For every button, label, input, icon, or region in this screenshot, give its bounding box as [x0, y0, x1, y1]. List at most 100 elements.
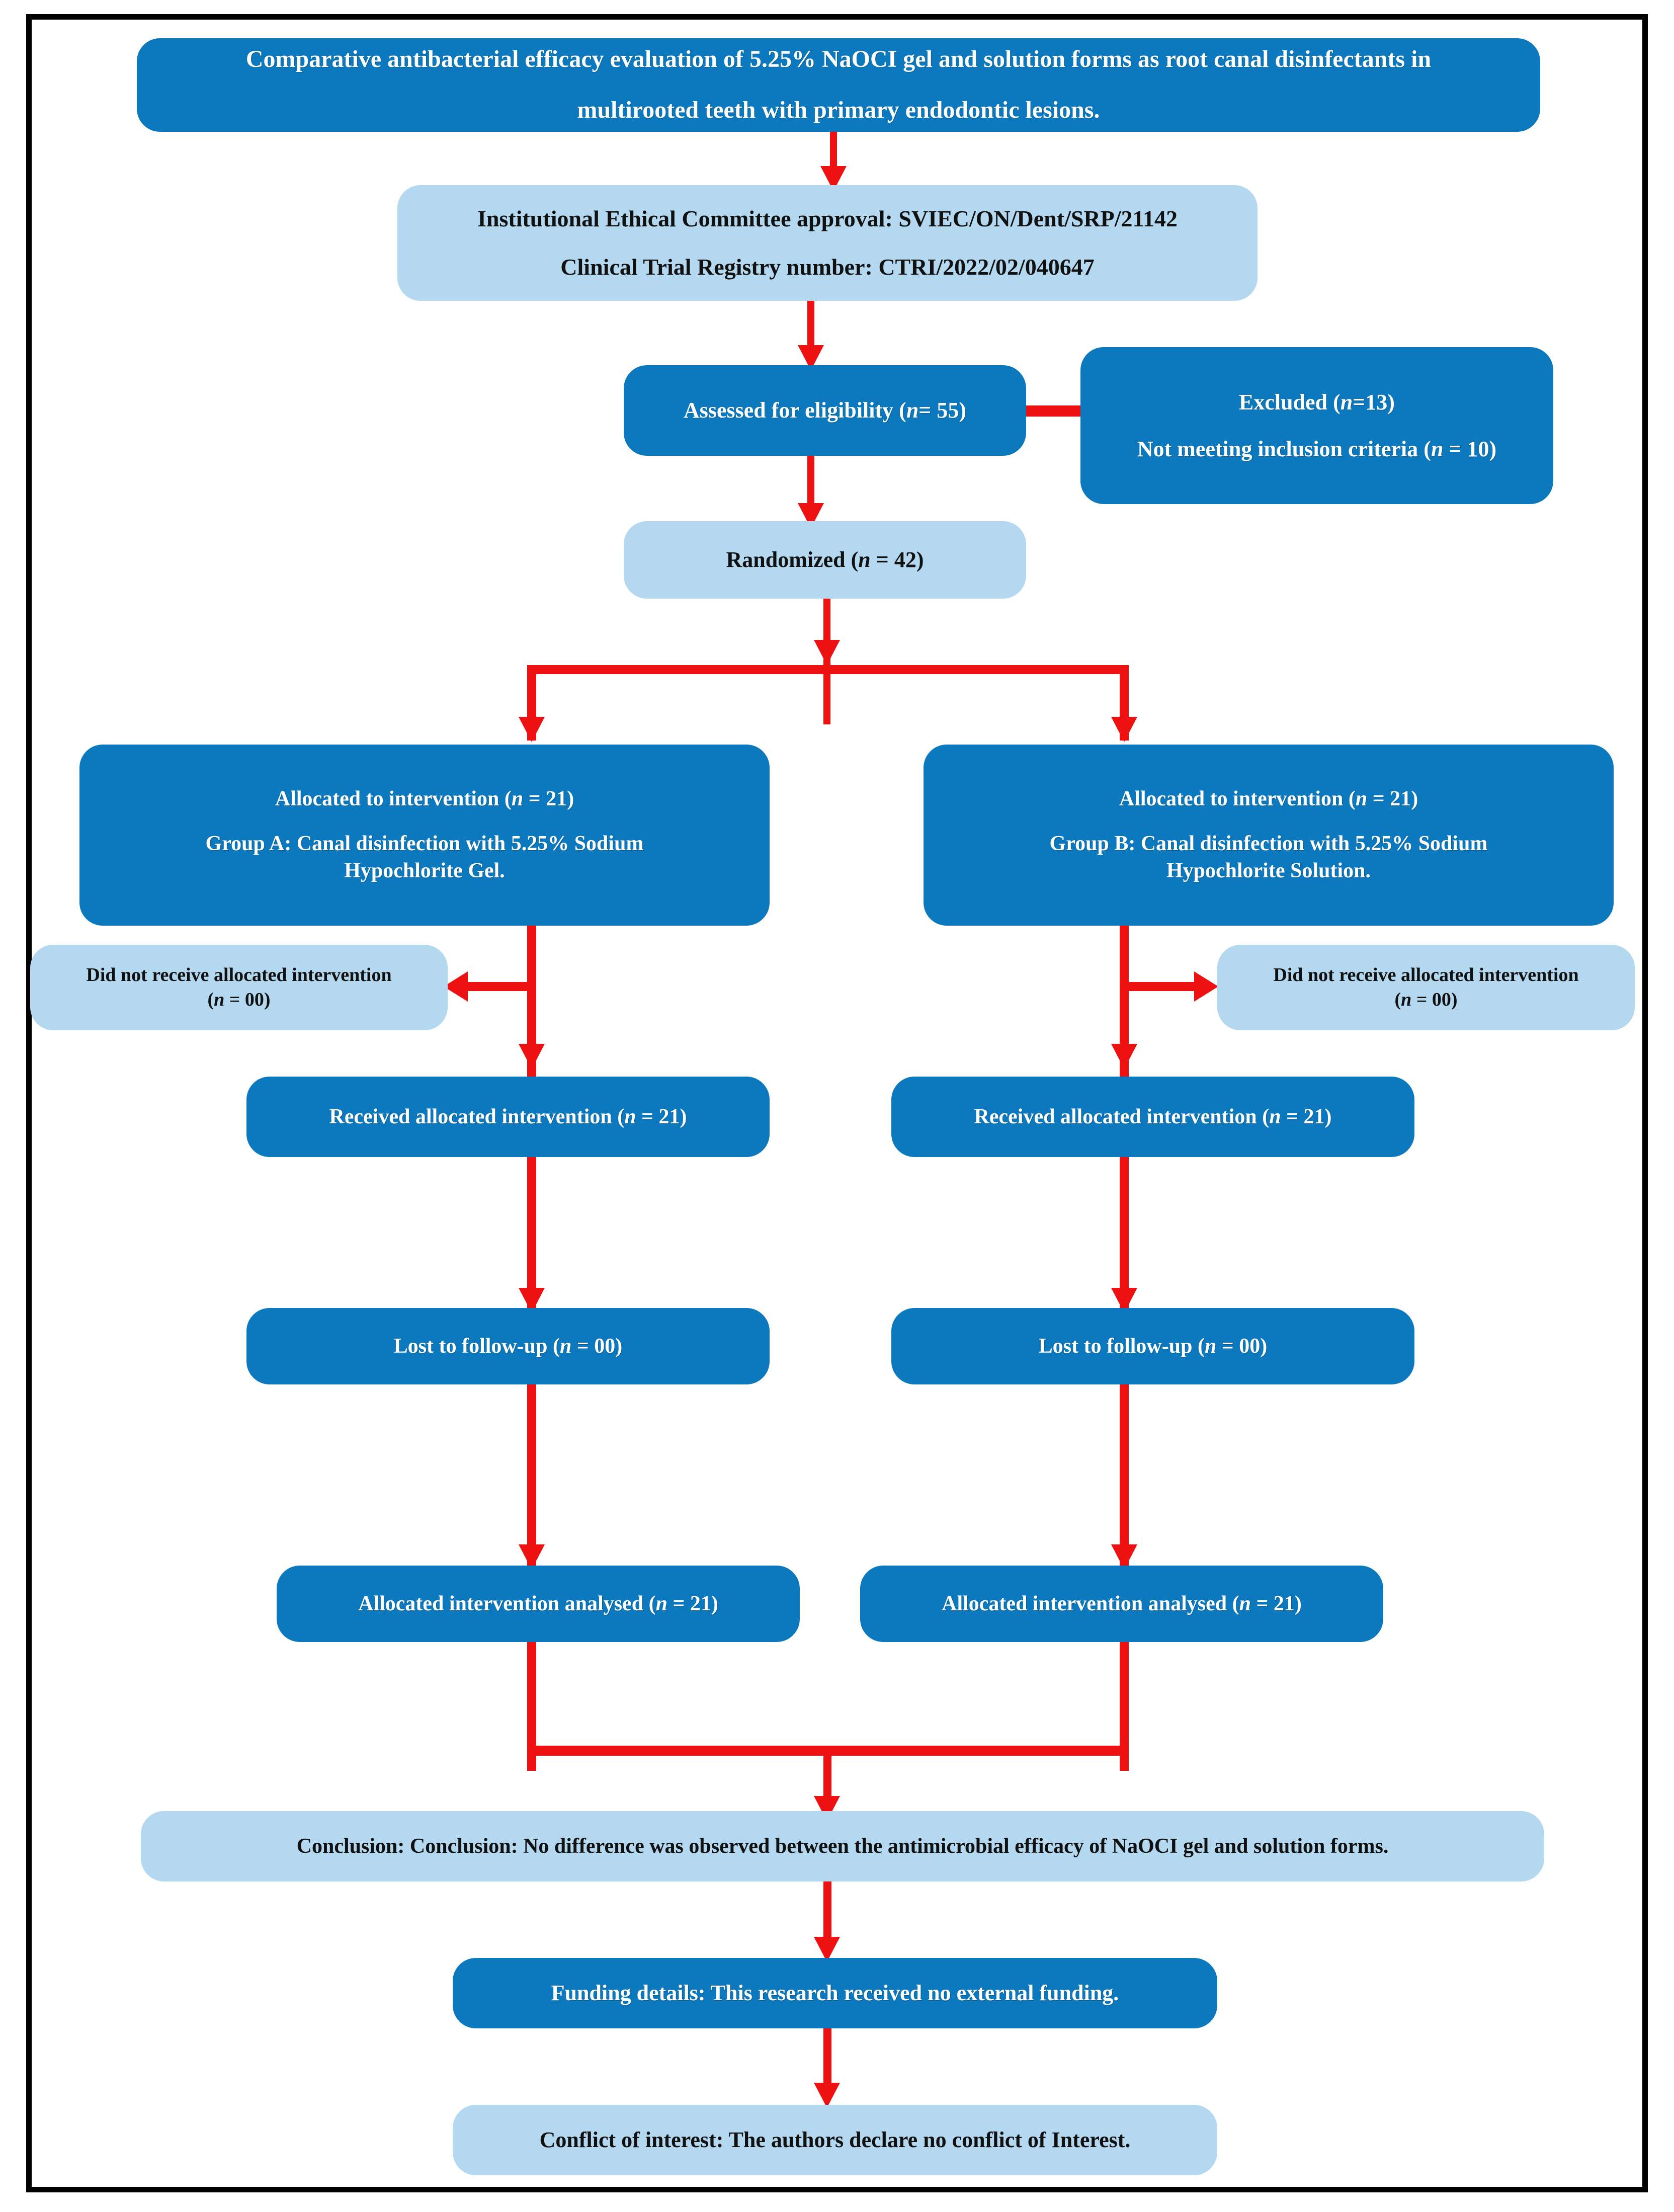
ethics-approval-line: Institutional Ethical Committee approval… [477, 205, 1178, 231]
not-meeting-n: n [1431, 436, 1444, 461]
conclusion-box: Conclusion: Conclusion: No difference wa… [141, 1811, 1544, 1881]
allocated-right-group-line-2: Hypochlorite Solution. [1166, 859, 1371, 883]
connector-funding-to-conflict [823, 2028, 831, 2094]
connector-title-to-approval [830, 132, 837, 170]
arrow-conclusion-to-funding [814, 1937, 840, 1962]
received-left-prefix: Received allocated intervention ( [329, 1105, 625, 1128]
not-received-left-n: n [214, 989, 225, 1010]
allocated-right-suffix: = 21) [1367, 787, 1418, 811]
randomized-n: n [858, 547, 871, 572]
received-left-suffix: = 21) [636, 1105, 687, 1128]
funding-box: Funding details: This research received … [453, 1958, 1217, 2028]
assessed-eligibility-prefix: Assessed for eligibility ( [683, 398, 906, 423]
arrow-lost-right-to-analysed [1111, 1544, 1137, 1570]
received-left-label: Received allocated intervention (n = 21) [264, 1103, 752, 1131]
excluded-n: n [1340, 390, 1353, 415]
trial-registry-line: Clinical Trial Registry number: CTRI/202… [560, 254, 1095, 280]
received-right-n: n [1269, 1105, 1281, 1128]
connector-lost-right-to-analysed [1120, 1384, 1129, 1576]
arrow-left-to-not-received [444, 971, 468, 1002]
lost-right-prefix: Lost to follow-up ( [1038, 1334, 1205, 1358]
allocated-right-n: n [1355, 787, 1368, 811]
not-received-right-prefix: ( [1394, 989, 1401, 1010]
arrow-funding-to-conflict [814, 2083, 840, 2108]
arrow-allocated-right-to-received [1111, 1044, 1137, 1069]
randomized-suffix: = 42) [870, 547, 924, 572]
analysed-right-box: Allocated intervention analysed (n = 21) [860, 1566, 1383, 1642]
randomized-label: Randomized (n = 42) [641, 545, 1009, 574]
lost-right-n: n [1204, 1334, 1217, 1358]
conflict-of-interest-box: Conflict of interest: The authors declar… [453, 2105, 1217, 2175]
arrow-allocated-left-to-received [519, 1044, 545, 1069]
assessed-eligibility-suffix: = 55) [918, 398, 967, 423]
connector-conclusion-to-funding [823, 1881, 831, 1947]
analysed-left-box: Allocated intervention analysed (n = 21) [277, 1566, 800, 1642]
not-received-right-suffix: = 00) [1411, 989, 1458, 1010]
arrow-randomized-to-bus [814, 640, 840, 665]
not-received-left-suffix: = 00) [224, 989, 271, 1010]
not-received-left-line-2: (n = 00) [47, 988, 431, 1012]
connector-eligibility-to-randomized [807, 456, 814, 512]
randomized-prefix: Randomized ( [726, 547, 859, 572]
not-received-right-line-1: Did not receive allocated intervention [1273, 964, 1579, 986]
lost-left-suffix: = 00) [571, 1334, 623, 1358]
arrow-bus-to-allocated-right [1111, 717, 1137, 742]
not-meeting-prefix: Not meeting inclusion criteria ( [1137, 436, 1431, 461]
not-received-right-line-2: (n = 00) [1234, 988, 1618, 1012]
arrow-right-to-not-received [1194, 971, 1218, 1002]
analysed-left-n: n [655, 1592, 667, 1615]
randomized-box: Randomized (n = 42) [624, 521, 1026, 599]
ethics-approval-box: Institutional Ethical Committee approval… [397, 185, 1258, 301]
conflict-text: Conflict of interest: The authors declar… [539, 2127, 1131, 2153]
received-right-suffix: = 21) [1281, 1105, 1332, 1128]
assessed-eligibility-n: n [906, 398, 919, 423]
allocated-left-group-line-2: Hypochlorite Gel. [344, 859, 505, 883]
allocation-split-bus [527, 665, 1129, 674]
excluded-box: Excluded (n=13) Not meeting inclusion cr… [1080, 347, 1553, 504]
allocated-right-prefix: Allocated to intervention ( [1119, 787, 1356, 811]
conclusion-text: Conclusion: Conclusion: No difference wa… [296, 1834, 1389, 1858]
analysed-right-prefix: Allocated intervention analysed ( [942, 1592, 1239, 1615]
connector-received-right-to-lost [1120, 1157, 1129, 1318]
title-box: Comparative antibacterial efficacy evalu… [137, 38, 1540, 132]
lost-right-suffix: = 00) [1216, 1334, 1268, 1358]
lost-left-label: Lost to follow-up (n = 00) [264, 1333, 752, 1360]
excluded-suffix: =13) [1353, 390, 1395, 415]
assessed-eligibility-box: Assessed for eligibility (n= 55) [624, 365, 1026, 456]
title-line-1: Comparative antibacterial efficacy evalu… [245, 46, 1432, 73]
connector-eligibility-to-excluded [1026, 405, 1081, 417]
allocated-left-count-line: Allocated to intervention (n = 21) [97, 785, 752, 813]
not-meeting-criteria-line: Not meeting inclusion criteria (n = 10) [1098, 435, 1536, 463]
not-meeting-suffix: = 10) [1443, 436, 1497, 461]
not-received-left-line-1: Did not receive allocated intervention [86, 964, 392, 986]
title-line-2: multirooted teeth with primary endodonti… [577, 97, 1100, 124]
excluded-prefix: Excluded ( [1239, 390, 1341, 415]
connector-left-to-not-received [468, 982, 536, 991]
allocated-right-group-line-1: Group B: Canal disinfection with 5.25% S… [1049, 832, 1488, 855]
assessed-eligibility-label: Assessed for eligibility (n= 55) [641, 396, 1009, 425]
allocated-left-suffix: = 21) [523, 787, 574, 811]
lost-left-prefix: Lost to follow-up ( [393, 1334, 560, 1358]
received-left-n: n [624, 1105, 636, 1128]
analysed-left-label: Allocated intervention analysed (n = 21) [294, 1590, 783, 1618]
allocated-right-count-line: Allocated to intervention (n = 21) [941, 785, 1597, 813]
not-received-left-prefix: ( [207, 989, 214, 1010]
analysed-right-n: n [1239, 1592, 1251, 1615]
allocated-left-group-line-1: Group A: Canal disinfection with 5.25% S… [205, 832, 644, 855]
allocated-left-box: Allocated to intervention (n = 21) Group… [79, 745, 770, 926]
received-right-label: Received allocated intervention (n = 21) [908, 1103, 1397, 1131]
allocated-right-box: Allocated to intervention (n = 21) Group… [924, 745, 1614, 926]
lost-left-box: Lost to follow-up (n = 00) [246, 1308, 770, 1384]
allocated-left-n: n [511, 787, 524, 811]
connector-received-left-to-lost [527, 1157, 536, 1318]
not-received-right-n: n [1401, 989, 1412, 1010]
analysed-right-suffix: = 21) [1250, 1592, 1302, 1615]
connector-approval-to-eligibility [807, 301, 814, 354]
excluded-count-line: Excluded (n=13) [1098, 388, 1536, 417]
received-left-box: Received allocated intervention (n = 21) [246, 1077, 770, 1157]
received-right-box: Received allocated intervention (n = 21) [891, 1077, 1414, 1157]
connector-lost-left-to-analysed [527, 1384, 536, 1576]
allocated-left-prefix: Allocated to intervention ( [275, 787, 512, 811]
funding-text: Funding details: This research received … [551, 1981, 1119, 2006]
